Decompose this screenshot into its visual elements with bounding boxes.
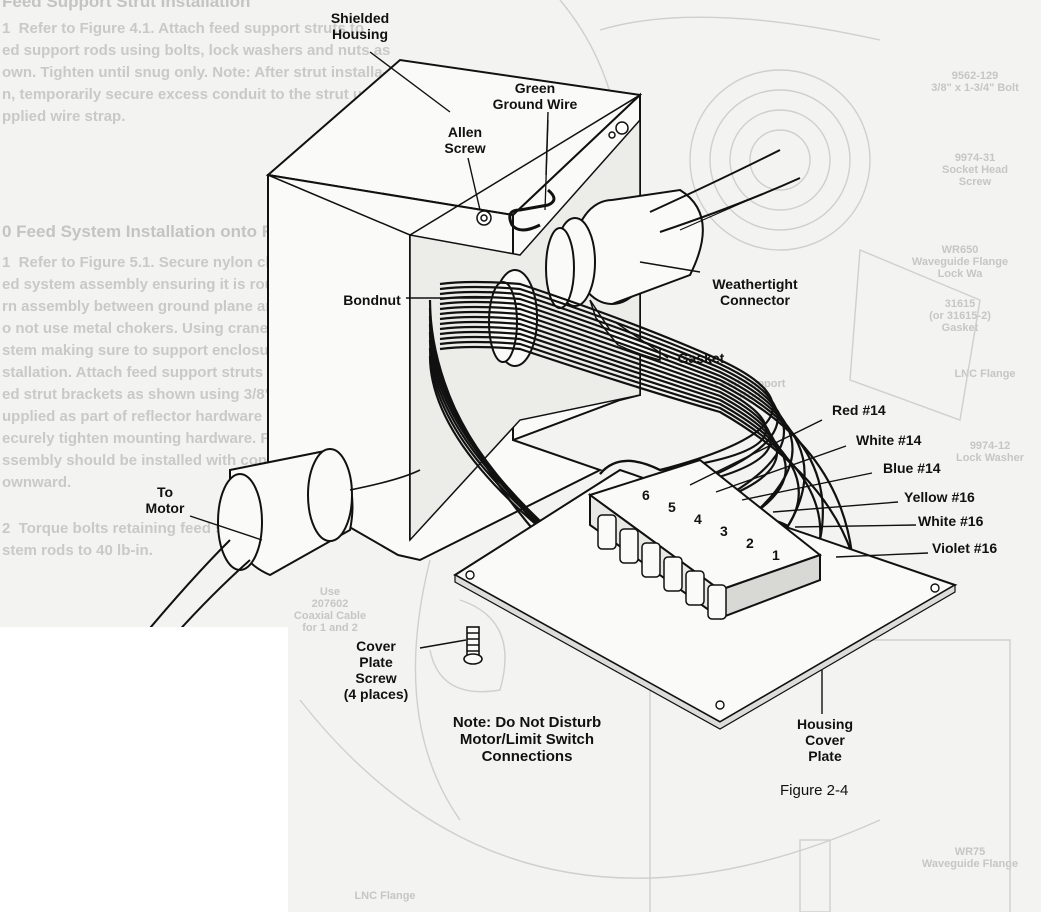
- ghost-para-1: 1 Refer to Figure 4.1. Attach feed suppo…: [2, 20, 393, 125]
- weathertight-connector-icon: [545, 188, 704, 309]
- terminal-numbers: 6 5 4 3 2 1: [642, 487, 780, 563]
- background-reflector-art: [299, 0, 1011, 912]
- cover-plate-screw-icon: [463, 626, 483, 665]
- green-ground-wire: [508, 188, 556, 232]
- terminal-number: 6: [642, 487, 650, 503]
- bondnut-label: Bondnut: [343, 292, 401, 308]
- terminal-number: 2: [746, 535, 754, 551]
- terminal-number: 3: [720, 523, 728, 539]
- wire-label: White #16: [918, 513, 984, 529]
- terminal-post: [641, 542, 661, 578]
- note-prefix: Note:: [452, 714, 492, 731]
- terminal-number: 5: [668, 499, 676, 515]
- terminal-posts: [597, 514, 727, 620]
- terminal-post: [663, 556, 683, 592]
- wire-label: White #14: [856, 432, 922, 448]
- terminal-post: [685, 570, 705, 606]
- wire-label: Violet #16: [932, 540, 998, 556]
- motor-connector-icon: [217, 448, 354, 577]
- wire-label: Blue #14: [883, 460, 941, 476]
- ghost-heading-1: Feed Support Strut Installation: [2, 0, 251, 11]
- blank-region: [0, 627, 288, 912]
- ghost-part-label: LNC Flange: [354, 890, 416, 902]
- terminal-post: [619, 528, 639, 564]
- ghost-part-label: LNC Flange: [954, 368, 1016, 380]
- wire-bundle: [428, 280, 854, 674]
- gasket-label: Gasket: [677, 350, 725, 366]
- wire-label: Yellow #16: [904, 489, 975, 505]
- allen-screw-icon: [476, 121, 629, 226]
- terminal-post: [707, 584, 727, 620]
- terminal-number: 4: [694, 511, 702, 527]
- terminal-number: 1: [772, 547, 780, 563]
- ghost-part-label: 31615(or 31615-2)Gasket: [929, 298, 991, 334]
- wire-label: Red #14: [832, 402, 886, 418]
- leader-lines: [189, 51, 929, 714]
- figure-caption: Figure 2-4: [780, 782, 849, 799]
- ghost-heading-2: 0 Feed System Installation onto Reflecto…: [2, 222, 336, 241]
- terminal-post: [597, 514, 617, 550]
- wire: [439, 315, 768, 475]
